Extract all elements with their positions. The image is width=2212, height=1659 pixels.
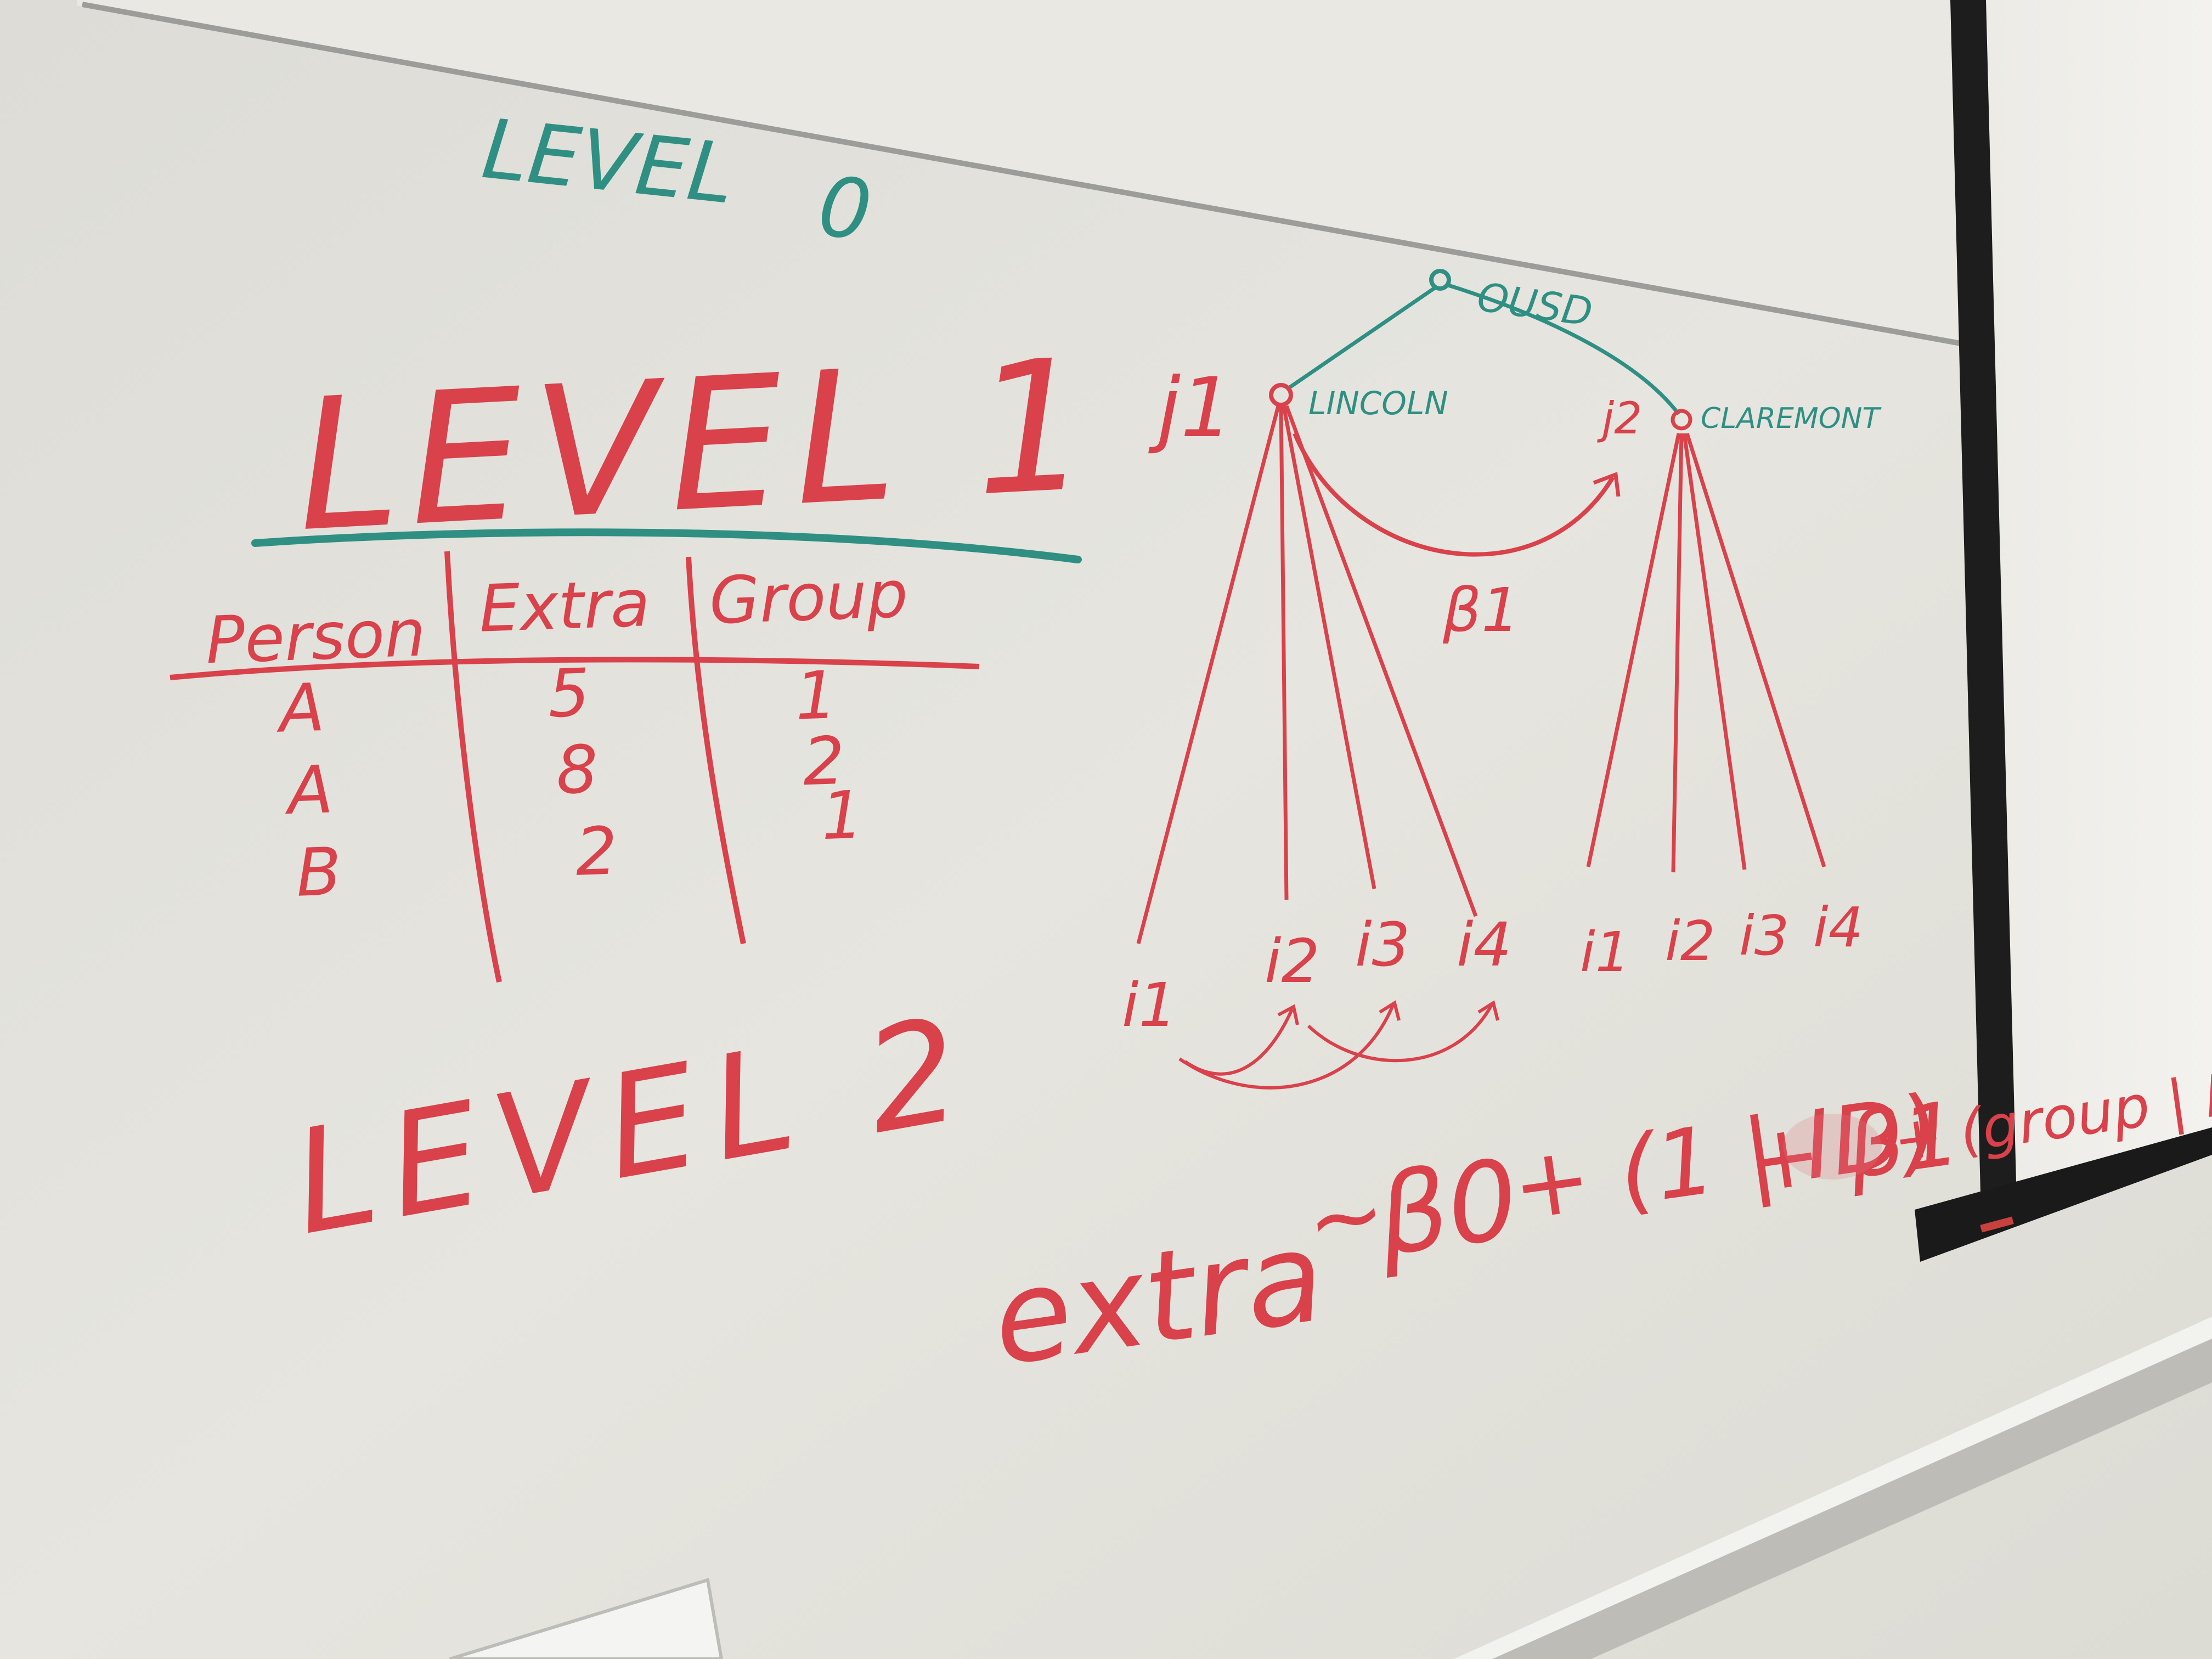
marker-tray-lip [1454, 1317, 2212, 1659]
arrowhead-i2 [1277, 1004, 1299, 1025]
leaf-right-i3: i3 [1739, 904, 1789, 968]
bracket-label [1980, 1216, 2014, 1233]
table-cell-r1-person: A [274, 670, 326, 748]
multilevel-tree: OUSD j1 LINCOLN j2 CLAREMONT β1 [1122, 269, 1882, 1090]
school2-node [1671, 409, 1692, 431]
projector-screen-right [1986, 0, 2212, 1182]
fan-j2-i1 [1586, 433, 1681, 867]
fan-j2-i4 [1685, 432, 1826, 868]
table-cell-r2-extra: 8 [555, 731, 599, 809]
school1-name: LINCOLN [1308, 385, 1448, 422]
slope-label: β1 [1442, 575, 1520, 645]
slope-arc [1293, 432, 1615, 557]
fan-j1-i1 [1136, 405, 1280, 944]
formula-beta0: β0 [1369, 1135, 1526, 1281]
leaf-right-i1: i1 [1580, 920, 1630, 984]
school2-name: CLAREMONT [1701, 402, 1882, 435]
table-cell-r1-group: 1 [794, 657, 838, 735]
root-node [1429, 269, 1451, 291]
leaf-right-i2: i2 [1665, 909, 1715, 973]
wall-plate [449, 1578, 724, 1659]
school2-fan [1586, 432, 1826, 873]
fan-j1-i4 [1284, 405, 1478, 917]
screen-bottom-bar [82, 2, 1967, 347]
arrowhead-i4 [1477, 1000, 1499, 1021]
data-table: Person Extra Group A 5 1 A 8 2 B 2 1 [205, 556, 909, 912]
table-header-rule [170, 657, 980, 680]
fan-j1-i3 [1282, 405, 1376, 889]
screen-frame [1950, 0, 2016, 1193]
leaf-left-i4: i4 [1457, 910, 1512, 980]
table-header-extra: Extra [478, 565, 651, 647]
table-cell-r1-extra: 5 [546, 655, 591, 733]
table-col-divider-2 [686, 556, 746, 945]
leaf-left-i1: i1 [1122, 970, 1177, 1040]
table-col-divider-1 [444, 551, 502, 983]
school1-fan [1136, 405, 1478, 944]
table-cell-r3-extra: 2 [574, 813, 619, 891]
table-header-group: Group [708, 556, 909, 639]
arrow-i2-i4 [1307, 1003, 1494, 1063]
level1-underline [251, 528, 1082, 563]
fan-j1-i2 [1279, 405, 1289, 900]
arrow-i1-i3 [1178, 1003, 1395, 1090]
eraser-smudge [1783, 1114, 1882, 1180]
slope-arc-arrowhead [1593, 472, 1621, 497]
school1-node [1269, 383, 1293, 407]
leaf-right-i4: i4 [1813, 895, 1863, 960]
table-cell-r3-person: B [295, 834, 343, 912]
table-cell-r2-person: A [283, 752, 334, 830]
arrowhead-i3 [1379, 1000, 1401, 1021]
edge-root-to-j2 [1447, 283, 1680, 416]
leaf-left-i3: i3 [1355, 910, 1410, 980]
fan-j2-i3 [1682, 433, 1747, 870]
fan-j2-i2 [1671, 433, 1684, 873]
leaf-arrows [1178, 1000, 1499, 1090]
leaf-left-i2: i2 [1265, 926, 1320, 996]
level0-number: 0 [814, 159, 876, 259]
formula-tilde: ~ [1300, 1158, 1392, 1277]
school1-index: j1 [1148, 360, 1233, 456]
table-cell-r3-group: 1 [820, 777, 865, 855]
edge-root-to-j1 [1285, 286, 1436, 391]
school2-index: j2 [1596, 393, 1642, 444]
table-cell-r2-group: 2 [802, 723, 846, 801]
